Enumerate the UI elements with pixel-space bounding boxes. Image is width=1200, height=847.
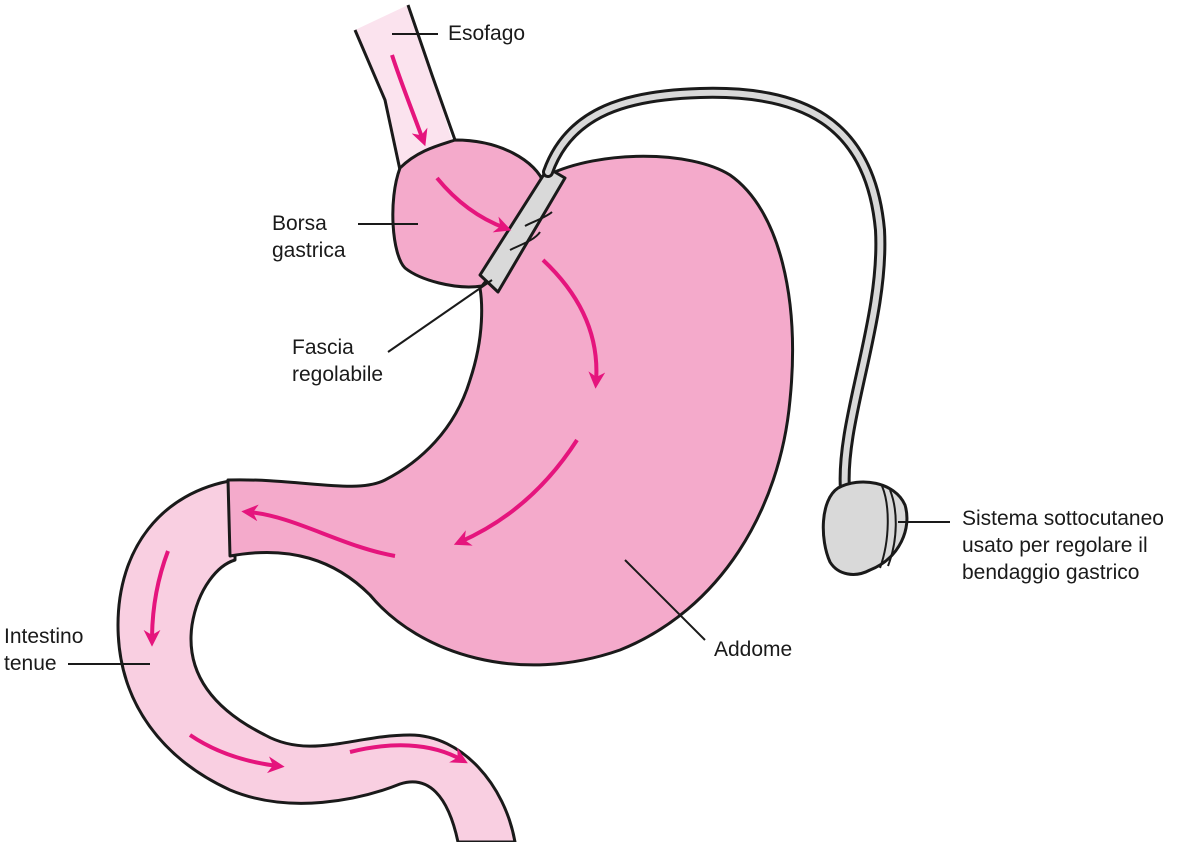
label-small-intestine-line1: Intestino (4, 625, 84, 648)
label-esophagus: Esofago (448, 22, 526, 45)
flow-arrow (541, 258, 606, 389)
esophagus-wall-right (406, 4, 457, 141)
flow-arrow (435, 176, 512, 233)
subcutaneous-port (821, 480, 909, 576)
label-small-intestine-line2: tenue (4, 652, 57, 675)
leader-line-band (387, 279, 493, 353)
band-segment-line (509, 231, 541, 251)
label-adjustable-band-line2: regolabile (292, 363, 384, 386)
flow-arrow (390, 54, 428, 147)
flow-arrow (188, 733, 285, 774)
flow-arrow (143, 550, 170, 647)
esophagus-wall-left (353, 29, 402, 171)
label-subcutaneous-port-line3: bendaggio gastrico (962, 561, 1140, 584)
label-abdomen: Addome (714, 638, 793, 661)
flow-arrow (453, 438, 579, 546)
connecting-tube-fill (545, 89, 884, 493)
label-small-intestine: Intestino tenue (4, 623, 83, 677)
flow-arrow (241, 504, 396, 558)
label-gastric-pouch-line2: gastrica (272, 239, 346, 262)
label-subcutaneous-port: Sistema sottocutaneo usato per regolare … (962, 505, 1164, 586)
label-gastric-pouch-line1: Borsa (272, 212, 327, 235)
leader-line-abdomen (624, 559, 706, 641)
label-adjustable-band-line1: Fascia (292, 336, 354, 359)
port-rim-line (879, 485, 889, 569)
label-gastric-pouch: Borsa gastrica (272, 210, 346, 264)
stomach (226, 154, 794, 667)
label-subcutaneous-port-line1: Sistema sottocutaneo (962, 507, 1164, 530)
label-subcutaneous-port-line2: usato per regolare il (962, 534, 1148, 557)
flow-arrow (349, 743, 468, 764)
adjustable-band (478, 166, 567, 294)
label-adjustable-band: Fascia regolabile (292, 334, 383, 388)
port-rim-line (887, 489, 897, 567)
band-segment-line (524, 211, 553, 227)
